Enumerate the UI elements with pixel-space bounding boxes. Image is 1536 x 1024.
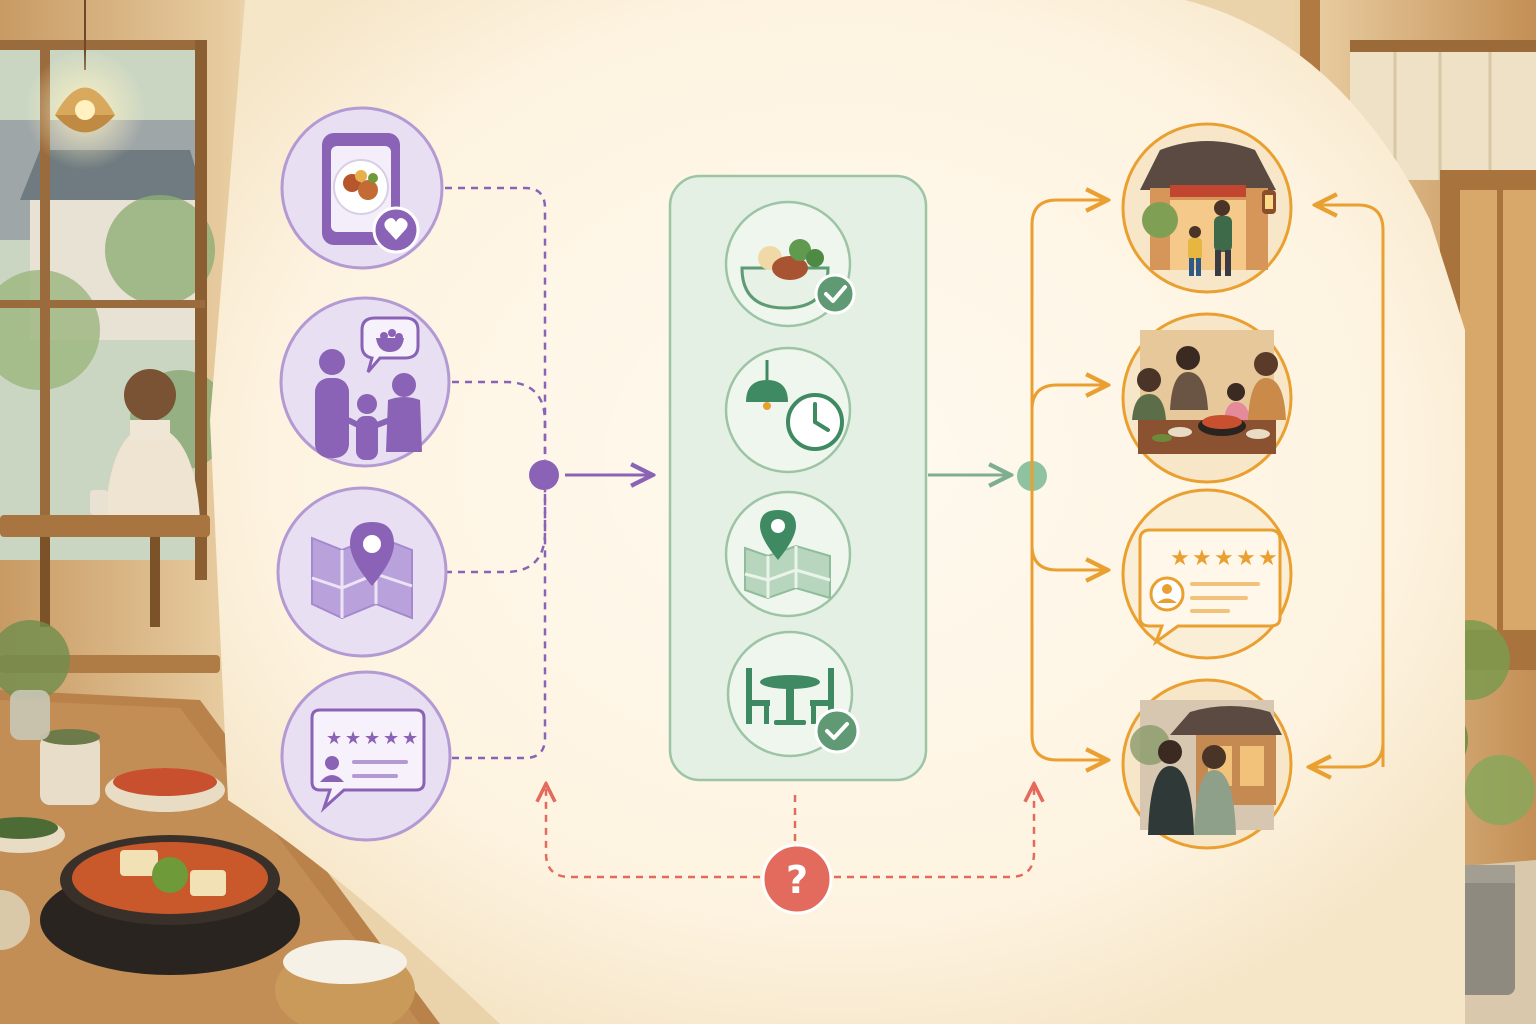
question-node: ? bbox=[761, 843, 833, 915]
couple-walking-icon bbox=[1130, 700, 1282, 835]
outcome-family-meal[interactable] bbox=[1121, 312, 1293, 484]
map-pin-icon bbox=[744, 510, 831, 600]
svg-text:★: ★ bbox=[1192, 546, 1212, 571]
svg-text:★: ★ bbox=[1214, 546, 1234, 571]
map-pin-icon bbox=[311, 522, 413, 620]
outcome-branches bbox=[1030, 200, 1385, 767]
foreground-table bbox=[0, 620, 440, 1024]
input-connectors bbox=[445, 186, 547, 760]
svg-text:★: ★ bbox=[1258, 546, 1278, 571]
outcome-write-review[interactable]: ★★★★★ bbox=[1121, 488, 1293, 660]
phone-food-heart-icon bbox=[322, 133, 420, 254]
svg-text:★: ★ bbox=[383, 728, 399, 749]
table-chairs-check-icon bbox=[746, 668, 860, 754]
input-family-preference[interactable] bbox=[279, 296, 451, 468]
family-dining-icon bbox=[1132, 330, 1286, 454]
input-phone-favorite[interactable] bbox=[280, 106, 444, 270]
criterion-seating[interactable] bbox=[726, 630, 860, 758]
question-mark: ? bbox=[786, 858, 808, 902]
uncertainty-loop bbox=[546, 786, 1034, 879]
svg-text:★: ★ bbox=[1236, 546, 1256, 571]
criteria-panel bbox=[668, 174, 928, 782]
criterion-menu-match[interactable] bbox=[724, 200, 856, 328]
seated-woman bbox=[105, 369, 200, 520]
merge-node bbox=[529, 460, 559, 490]
restaurant-entrance-icon bbox=[1140, 141, 1276, 276]
svg-text:★: ★ bbox=[1170, 546, 1190, 571]
input-location[interactable] bbox=[276, 486, 448, 658]
review-stars-icon: ★★★★★ bbox=[1138, 528, 1282, 647]
svg-text:★: ★ bbox=[326, 728, 342, 749]
svg-text:★: ★ bbox=[345, 728, 361, 749]
input-reviews[interactable]: ★★★★★ bbox=[280, 670, 452, 842]
review-stars-icon: ★★★★★ bbox=[310, 708, 426, 813]
criterion-distance[interactable] bbox=[724, 490, 852, 618]
food-bowl-check-icon bbox=[740, 239, 856, 315]
outcome-return-visit[interactable] bbox=[1121, 678, 1293, 850]
lamp-clock-icon bbox=[746, 360, 844, 451]
outcome-visit-restaurant[interactable] bbox=[1121, 122, 1293, 294]
left-window bbox=[0, 0, 230, 580]
svg-text:★: ★ bbox=[402, 728, 418, 749]
svg-text:★: ★ bbox=[364, 728, 380, 749]
family-food-bubble-icon bbox=[315, 316, 422, 460]
criterion-hours[interactable] bbox=[724, 346, 852, 474]
